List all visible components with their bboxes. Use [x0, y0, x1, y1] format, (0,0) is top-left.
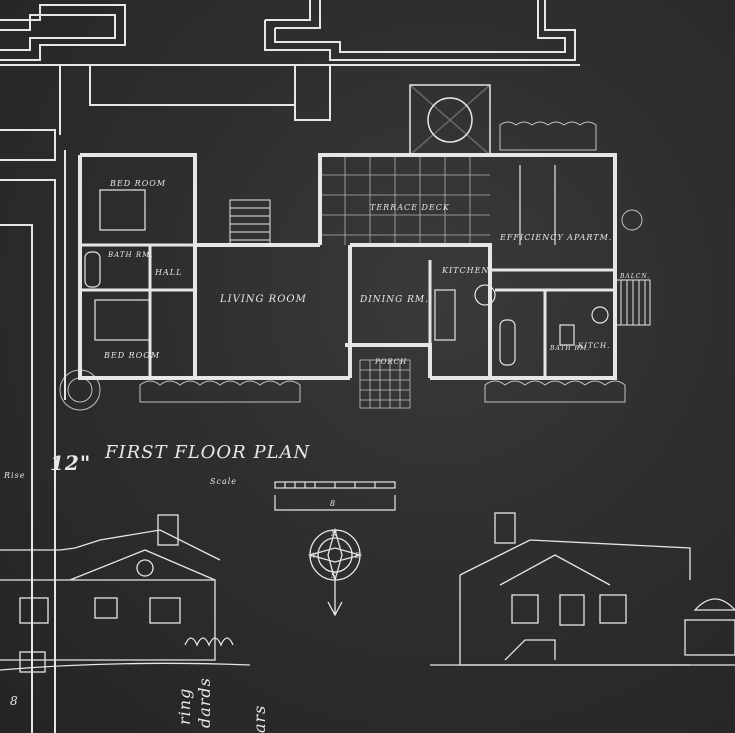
plan-title: FIRST FLOOR PLAN [104, 442, 311, 463]
label-bed-room-bottom: BED ROOM [103, 351, 160, 360]
fixtures [84, 165, 609, 366]
compass-w: W [309, 552, 317, 560]
label-terrace-deck: TERRACE DECK [370, 203, 450, 212]
upper-plan-fragment [0, 0, 580, 135]
dimension-mark: 12" [50, 451, 91, 475]
bottom-mark: 8 [10, 694, 19, 708]
scale-bar [274, 481, 396, 511]
elevation-left [0, 514, 251, 673]
label-dining-rm: DINING RM. [359, 295, 429, 305]
label-efficiency-apartment: EFFICIENCY APARTM. [499, 233, 612, 242]
landscaping [59, 121, 643, 411]
scale-label: Scale [210, 477, 237, 486]
label-kitchen: KITCHEN [441, 266, 489, 275]
stairs [229, 199, 651, 326]
compass-e: E [354, 552, 361, 560]
porch-grid [359, 359, 411, 409]
pergola [409, 84, 491, 156]
label-bed-room-top: BED ROOM [109, 179, 166, 188]
left-margin-lines [0, 129, 66, 733]
bottom-note-c: ars [250, 705, 269, 733]
compass-rose [307, 527, 363, 617]
bottom-note-a: ring [175, 688, 194, 725]
label-kitch-apt: KITCH. [577, 342, 610, 350]
side-note: Rise [3, 471, 25, 480]
bottom-note-b: dards [195, 677, 214, 728]
label-bath-rm-top: BATH RM. [107, 251, 153, 259]
label-living-room: LIVING ROOM [219, 294, 307, 305]
label-balcony: BALCN. [619, 273, 650, 280]
label-hall: HALL [154, 268, 182, 277]
terrace-deck-grid [320, 155, 490, 245]
compass-n: N [330, 530, 338, 538]
compass-s: S [331, 572, 337, 580]
scale-mark: 8 [330, 499, 336, 508]
label-bath-rm-apt: BATH RM. [549, 345, 590, 352]
label-porch: PORCH [374, 358, 407, 366]
